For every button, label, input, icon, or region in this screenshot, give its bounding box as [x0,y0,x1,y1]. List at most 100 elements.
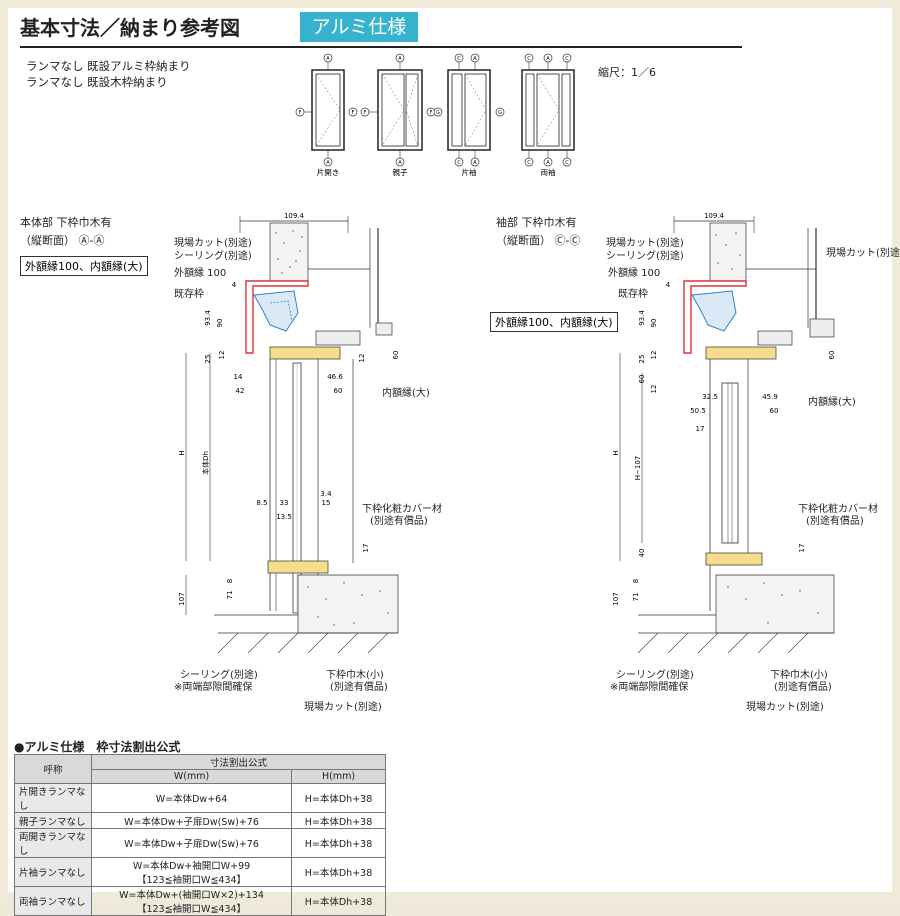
dim-60c: 60 [828,351,836,360]
left-section-drawing: 109.4 [178,212,400,654]
marker-right: G [498,110,502,116]
dim-8: 8 [632,579,640,583]
dim-25: 25 [638,355,646,364]
dim-17b: 17 [798,544,806,553]
marker-bottom-3: C [565,160,569,166]
table-row: 両袖ランマなし W=本体Dw+(袖開口W×2)+134【123≦袖開口W≦434… [14,886,386,916]
dim-H107: H−107 [634,456,642,481]
dim-25: 25 [204,355,212,364]
right-section-subheading: （縦断面） Ⓒ-Ⓒ [496,234,581,247]
right-label-inner-trim: 内額縁(大) [808,397,856,408]
row-w-cell: W=本体Dw+(袖開口W×2)+134 【123≦袖開口W≦434】 [90,886,293,916]
dim-60: 60 [638,375,646,384]
dim-93-4: 93.4 [638,310,646,326]
table-header-w: W(mm) [90,769,293,784]
dim-40: 40 [638,549,646,558]
elevation-label: 片袖 [462,167,477,177]
right-label-cover-sub: (別途有償品) [806,516,864,527]
right-label-baseboard: 下枠巾木(小) [770,670,828,681]
elevation-double-side: C A C C A C 両袖 [521,53,575,177]
right-label-baseboard-sub: (別途有償品) [774,682,832,693]
formula-title: ●アルミ仕様 枠寸法割出公式 [14,740,181,754]
marker-left: G [436,110,440,116]
marker-right: F [352,110,355,116]
row-w: W=本体Dw+袖開口W+99 [132,861,251,872]
right-trim-spec-box: 外額縁100、内額縁(大) [490,312,618,332]
row-w: W=本体Dw+子扉Dw(Sw)+76 [90,828,293,858]
marker-bottom: A [398,160,402,166]
dim-33: 33 [280,499,289,507]
marker-bottom-2: A [546,160,550,166]
left-label-gap-note: ※両端部隙間確保 [174,682,253,693]
left-label-baseboard: 下枠巾木(小) [326,670,384,681]
dim-4: 4 [232,281,237,289]
table-row: 片袖ランマなし W=本体Dw+袖開口W+99【123≦袖開口W≦434】 H=本… [14,857,386,887]
dim-3-4: 3.4 [320,490,332,498]
left-label-cover: 下枠化粧カバー材 [362,504,442,515]
right-label-cut-right: 現場カット(別途) [826,248,900,259]
dim-8: 8 [226,579,234,583]
row-w: W=本体Dw+(袖開口W×2)+134 [119,890,264,901]
dim-93-4: 93.4 [204,310,212,326]
marker-top-2: A [546,56,550,62]
right-label-cut: 現場カット(別途) [606,238,684,249]
table-header-group: 寸法割出公式 [91,754,386,770]
dim-46-6: 46.6 [327,373,343,381]
row-w: W=本体Dw+子扉Dw(Sw)+76 [90,812,293,829]
marker-top-3: C [565,56,569,62]
dim-90: 90 [216,319,224,328]
left-label-existing-frame: 既存枠 [174,289,204,300]
page-title: 基本寸法／納まり参考図 [20,16,240,40]
row-w-range: 【123≦袖開口W≦434】 [136,904,247,915]
scale-note: 縮尺：1／6 [598,66,656,79]
row-name: 片袖ランマなし [14,857,92,887]
dim-12: 12 [218,351,226,360]
right-label-sealing: シーリング(別途) [606,251,684,262]
row-name: 親子ランマなし [14,812,92,829]
right-label-outer-trim: 外額縁 100 [608,268,661,279]
right-label-cover: 下枠化粧カバー材 [798,504,878,515]
elevation-label: 親子 [393,167,408,177]
elevation-label: 片開き [317,167,340,177]
elevation-double: A A F F 親子 [360,53,436,177]
table-header-h: H(mm) [291,769,386,784]
marker-bottom: C [457,160,461,166]
elevation-diagrams: A A F F 片開き A A [295,53,575,177]
row-w: W=本体Dw+64 [90,783,293,813]
note-line-1: ランマなし 既設アルミ枠納まり [26,59,191,73]
right-section-heading: 袖部 下枠巾木有 [496,216,577,229]
dim-17: 17 [696,425,705,433]
dim-50-5: 50.5 [690,407,706,415]
dim-8-5: 8.5 [256,499,267,507]
dim-H: H [612,450,620,455]
dim-14: 14 [234,373,243,381]
right-label-cut-bottom: 現場カット(別途) [746,702,824,713]
dim-top: 109.4 [704,212,725,220]
dim-15: 15 [322,499,331,507]
left-label-baseboard-sub: (別途有償品) [330,682,388,693]
right-label-gap-note: ※両端部隙間確保 [610,682,689,693]
row-name: 片開きランマなし [14,783,92,813]
table-row: 親子ランマなし W=本体Dw+子扉Dw(Sw)+76 H=本体Dh+38 [14,812,386,829]
dim-107: 107 [612,592,620,605]
table-row: 両開きランマなし W=本体Dw+子扉Dw(Sw)+76 H=本体Dh+38 [14,828,386,858]
dim-top: 109.4 [284,212,305,220]
marker-right: F [430,110,433,116]
dim-60b: 60 [392,351,400,360]
dim-12-right: 12 [358,354,366,363]
table-header-name: 呼称 [14,754,92,784]
marker-top: C [527,56,531,62]
elevation-single-side: C A C A G G 片袖 [433,53,505,177]
formula-table: 呼称 寸法割出公式 W(mm) H(mm) 片開きランマなし W=本体Dw+64… [14,754,386,916]
marker-bottom: A [326,160,330,166]
dim-Dh: 本体Dh [201,451,210,475]
left-label-outer-trim: 外額縁 100 [174,268,227,279]
dim-60: 60 [334,387,343,395]
row-w-range: 【123≦袖開口W≦434】 [136,875,247,886]
marker-top-2: A [473,56,477,62]
row-w-cell: W=本体Dw+袖開口W+99 【123≦袖開口W≦434】 [90,857,293,887]
spec-badge: アルミ仕様 [300,12,418,42]
marker-top: A [326,56,330,62]
left-label-cut: 現場カット(別途) [174,238,252,249]
elevation-single: A A F F 片開き [295,53,358,177]
